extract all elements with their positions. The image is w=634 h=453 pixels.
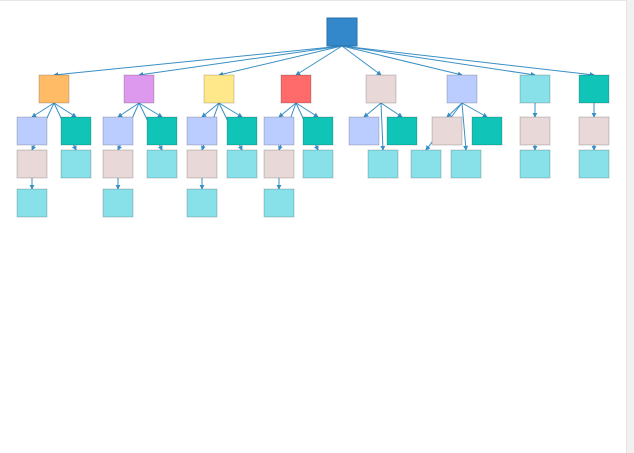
tree-node-n2a[interactable] <box>102 116 134 146</box>
tree-node-n3[interactable] <box>203 74 235 104</box>
tree-node-n1d[interactable] <box>60 149 92 179</box>
tree-node-n1[interactable] <box>38 74 70 104</box>
tree-node-n6d[interactable] <box>450 149 482 179</box>
tree-node-n6a[interactable] <box>431 116 463 146</box>
tree-node-n4a[interactable] <box>263 116 295 146</box>
tree-node-n8[interactable] <box>578 74 610 104</box>
tree-node-n1b[interactable] <box>60 116 92 146</box>
edge-n0-n1 <box>53 45 343 78</box>
tree-node-n3d[interactable] <box>226 149 258 179</box>
tree-node-n4d[interactable] <box>302 149 334 179</box>
tree-node-n1c[interactable] <box>16 149 48 179</box>
tree-node-n5[interactable] <box>365 74 397 104</box>
tree-node-n8a[interactable] <box>578 116 610 146</box>
edge-n6-n6b <box>461 102 488 118</box>
edge-n0-n7 <box>341 45 536 77</box>
tree-node-n2b[interactable] <box>146 116 178 146</box>
tree-node-n5c[interactable] <box>367 149 399 179</box>
tree-node-n3a[interactable] <box>186 116 218 146</box>
edge-n0-n3 <box>218 45 343 77</box>
tree-node-n4c[interactable] <box>263 149 295 179</box>
tree-node-n4[interactable] <box>280 74 312 104</box>
tree-node-n6[interactable] <box>446 74 478 104</box>
tree-node-n7a[interactable] <box>519 116 551 146</box>
edge-n3-n3a <box>201 102 220 118</box>
edge-n0-n6 <box>341 45 463 77</box>
edge-n2-n2a <box>117 102 140 118</box>
tree-node-n4e[interactable] <box>263 188 295 218</box>
tree-node-n2[interactable] <box>123 74 155 104</box>
tree-node-n3c[interactable] <box>186 149 218 179</box>
nodes-layer <box>16 17 610 218</box>
tree-node-n4b[interactable] <box>302 116 334 146</box>
edge-n1-n1b <box>53 102 77 118</box>
edge-n4-n4b <box>295 102 319 118</box>
edge-n0-n5 <box>341 45 382 76</box>
edge-n0-n2 <box>138 45 343 77</box>
top-border <box>0 0 626 1</box>
edge-n6-n6d <box>461 102 469 151</box>
tree-node-n7b[interactable] <box>519 149 551 179</box>
tree-node-n2e[interactable] <box>102 188 134 218</box>
edge-n0-n4 <box>295 45 343 76</box>
edge-n5-n5a <box>363 102 382 118</box>
edge-n5-n5b <box>380 102 403 118</box>
tree-node-n3e[interactable] <box>186 188 218 218</box>
tree-node-n5a[interactable] <box>348 116 380 146</box>
tree-node-n0[interactable] <box>326 17 358 47</box>
tree-node-n5b[interactable] <box>386 116 418 146</box>
edge-n4-n4a <box>278 102 297 118</box>
tree-node-n3b[interactable] <box>226 116 258 146</box>
tree-node-n2c[interactable] <box>102 149 134 179</box>
tree-node-n1e[interactable] <box>16 188 48 218</box>
tree-node-n2d[interactable] <box>146 149 178 179</box>
edge-n0-n8 <box>341 45 595 78</box>
vertical-scrollbar[interactable] <box>626 0 634 453</box>
edge-n5-n5c <box>380 102 386 151</box>
edge-n1-n1a <box>31 102 55 118</box>
tree-node-n6b[interactable] <box>471 116 503 146</box>
tree-node-n6c[interactable] <box>410 149 442 179</box>
edge-n6-n6a <box>446 102 463 118</box>
tree-node-n8b[interactable] <box>578 149 610 179</box>
edge-n2-n2b <box>138 102 163 118</box>
tree-node-n1a[interactable] <box>16 116 48 146</box>
edge-n3-n3b <box>218 102 243 118</box>
tree-node-n7[interactable] <box>519 74 551 104</box>
